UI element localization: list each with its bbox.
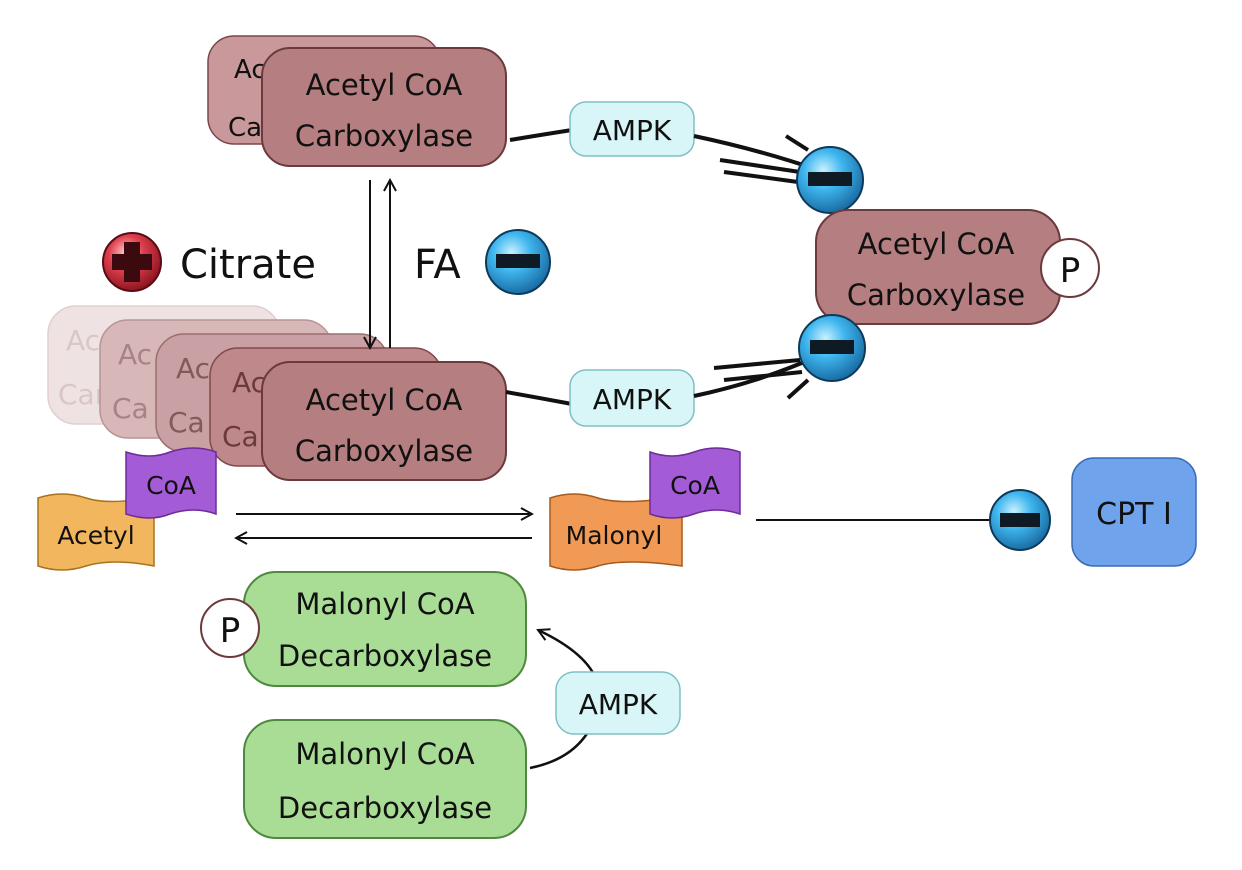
minus-bar-mid [810,340,854,354]
ampk-mid-label: AMPK [593,383,672,416]
cpt-box [1071,457,1197,567]
cpt-label: CPT I [1096,497,1172,532]
line-acc-ampk-top [509,128,573,142]
claw-mid-1 [713,358,801,370]
minus-bar-top [808,172,852,186]
acc-top-line1: Acetyl CoA [306,68,463,102]
coa-label-left: CoA [146,471,196,500]
acc-phospho-line2: Carboxylase [847,278,1025,312]
phospho-icon-mcd [200,598,260,658]
ghost-text-ac-3: Ac [176,352,210,385]
coa-block-left [125,447,217,519]
ampk-bottom-box [555,671,681,735]
acetyl-block [37,493,155,571]
mcd-line2: Decarboxylase [278,791,492,825]
mcd-phospho-line1: Malonyl CoA [295,587,474,621]
acc-middle: Acetyl CoA Carboxylase [261,361,507,481]
malonyl-coa: Malonyl CoA [549,447,741,571]
minus-bar-cpt [1000,513,1040,527]
claw-top-1 [784,134,810,152]
malonyl-block [549,493,683,571]
acc-top: Ac Ca Acetyl CoA Carboxylase [207,35,507,167]
line-acc-ampk-mid [505,390,573,406]
phospho-label-acc: P [1060,251,1081,291]
coa-label-right: CoA [670,471,720,500]
ampk-top-box [569,101,695,157]
ghost-text-ca-3: Ca [168,406,205,439]
acc-middle-line1: Acetyl CoA [306,383,463,417]
acc-phospho-line1: Acetyl CoA [858,227,1015,261]
malonyl-label: Malonyl [566,521,663,550]
claw-mid-2 [723,370,803,382]
acc-middle-box [261,361,507,481]
plus-horizontal [112,254,152,270]
acc-top-line2: Carboxylase [295,119,473,153]
mcd-line1: Malonyl CoA [295,737,474,771]
claw-top-3 [723,170,799,184]
mcd-phospho-line2: Decarboxylase [278,639,492,673]
claw-top-2 [719,158,801,174]
ampk-top-label: AMPK [593,114,672,147]
ampk-mid-box [569,369,695,427]
ghost-text-ca-4: Ca [222,420,259,453]
acc-top-box [261,47,507,167]
mcd-box [243,719,527,839]
citrate-activation: Citrate [102,232,316,292]
ghost-text-ca-2: Ca [112,392,149,425]
acc-middle-line2: Carboxylase [295,434,473,468]
fa-inhibition: FA [414,229,551,295]
ghost-text-ac-4: Ac [232,366,266,399]
acetyl-label: Acetyl [57,521,134,550]
fa-label: FA [414,242,461,288]
phospho-label-mcd: P [220,611,241,651]
ampk-bottom-label: AMPK [579,688,658,721]
ghost-text-ca-top: Ca [228,113,262,143]
ghost-text-ac-2: Ac [118,338,152,371]
acetyl-coa: Acetyl CoA [37,447,217,571]
ghost-text-ac-top: Ac [234,55,266,85]
claw-mid-3 [786,378,810,400]
phospho-icon-acc [1040,238,1100,298]
citrate-label: Citrate [180,242,316,288]
coa-block-right [649,447,741,519]
minus-bar-fa [496,254,540,268]
